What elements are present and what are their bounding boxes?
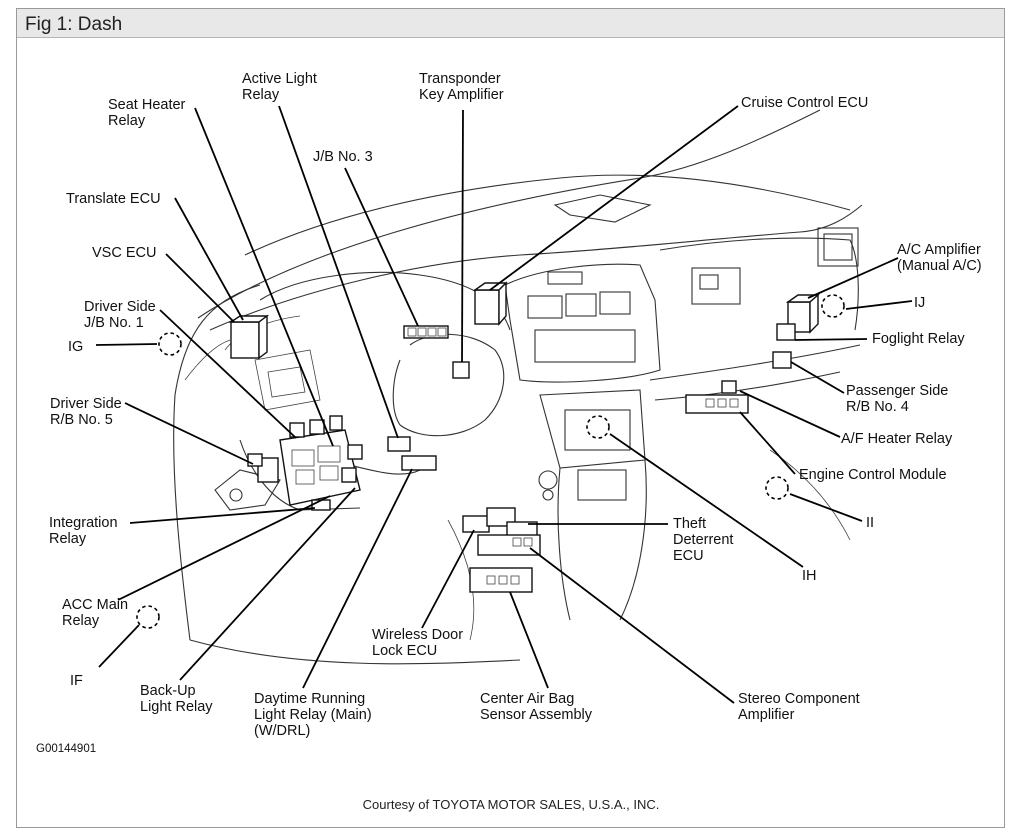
transponder-key-amplifier-component	[452, 361, 470, 379]
driver-side-jb1-component	[279, 415, 363, 511]
figure-title: Fig 1: Dash	[25, 14, 123, 35]
components	[228, 281, 820, 593]
label-ii: II	[866, 515, 874, 531]
daytime-running-light-relay-component	[401, 455, 437, 471]
label-ih: IH	[802, 568, 817, 584]
figure-code: G00144901	[36, 743, 96, 755]
label-ac-amplifier: A/C Amplifier(Manual A/C)	[897, 242, 982, 274]
center-air-bag-sensor-component	[469, 567, 533, 593]
label-jb-no3: J/B No. 3	[313, 149, 373, 165]
connector-ij-circle	[821, 294, 845, 318]
label-af-heater-relay: A/F Heater Relay	[841, 431, 953, 447]
engine-control-module-component	[685, 380, 749, 414]
translate-ecu-component	[228, 314, 270, 360]
center-console-ecus	[462, 507, 541, 556]
connector-if-circle	[136, 605, 160, 629]
label-vsc-ecu: VSC ECU	[92, 245, 156, 261]
label-ig: IG	[68, 339, 83, 355]
jb-no3-component	[403, 325, 449, 339]
leader-lines	[95, 105, 913, 704]
connector-ii-circle	[765, 476, 789, 500]
connector-ig-circle	[158, 332, 182, 356]
dashboard-outline	[173, 109, 863, 665]
label-engine-control-module: Engine Control Module	[799, 467, 947, 483]
label-cruise-control-ecu: Cruise Control ECU	[741, 95, 868, 111]
label-if: IF	[70, 673, 83, 689]
foglight-relay-component	[776, 323, 796, 341]
figure-frame: Fig 1: Dash	[16, 8, 1005, 828]
label-foglight-relay: Foglight Relay	[872, 331, 965, 347]
cruise-control-ecu-component	[472, 281, 508, 326]
driver-side-rb5-component	[247, 453, 279, 483]
figure-title-bar: Fig 1: Dash	[17, 9, 1004, 38]
connector-ih-circle	[586, 415, 610, 439]
label-ij: IJ	[914, 295, 925, 311]
label-translate-ecu: Translate ECU	[66, 191, 161, 207]
passenger-side-rb4-component	[772, 351, 792, 369]
active-light-relay-component	[387, 436, 411, 452]
credit-line: Courtesy of TOYOTA MOTOR SALES, U.S.A., …	[363, 797, 660, 812]
